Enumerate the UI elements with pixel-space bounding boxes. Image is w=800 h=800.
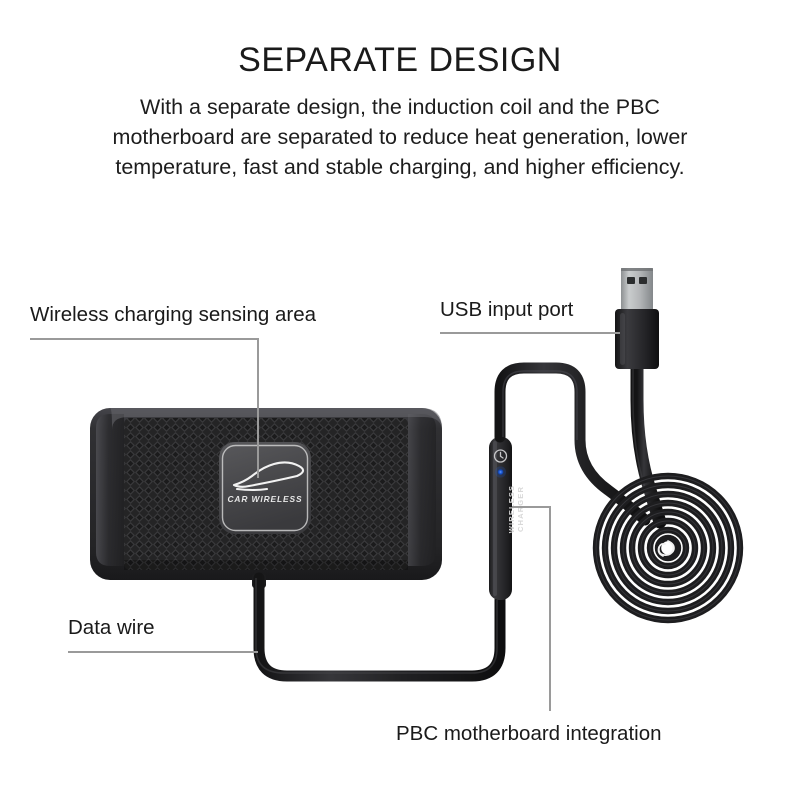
usb-connector [615,268,659,369]
leader-datawire-horizontal [68,651,258,653]
callout-label-pbc-board: PBC motherboard integration [396,722,662,745]
data-wire [253,572,506,682]
coiled-cable [592,472,744,624]
leader-pbc-vertical [549,506,551,711]
callout-label-usb-port: USB input port [440,298,574,321]
callout-label-data-wire: Data wire [68,616,155,639]
leader-pbc-horizontal [512,506,550,508]
power-coil-icon [493,449,508,463]
page-description: With a separate design, the induction co… [112,95,688,179]
status-led [497,469,504,475]
callout-label-sensing-area: Wireless charging sensing area [30,303,316,326]
leader-sensing-vertical [257,338,259,478]
charging-pad [90,408,442,588]
pad-center-badge [219,442,311,534]
pbc-module [489,437,512,600]
car-silhouette-icon [232,461,305,492]
page-title: SEPARATE DESIGN [238,41,562,79]
leader-usb-horizontal [440,332,620,334]
leader-sensing-horizontal [30,338,259,340]
usb-cable [494,362,651,526]
